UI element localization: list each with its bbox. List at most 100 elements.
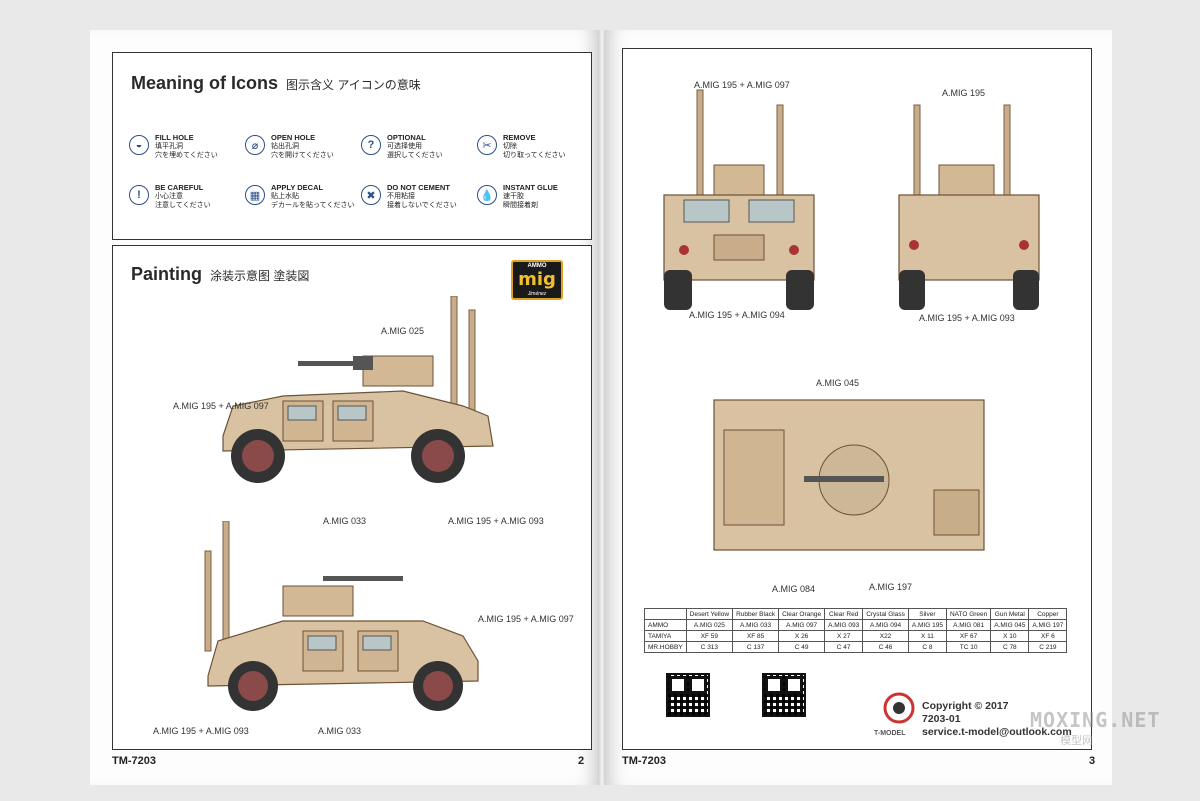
antenna — [450, 296, 458, 407]
color-header: Rubber Black — [732, 608, 780, 620]
side2-label-bottom: A.MIG 033 — [318, 726, 362, 736]
color-header: Desert Yellow — [685, 608, 734, 620]
color-header: Gun Metal — [990, 608, 1030, 620]
side2-label-right: A.MIG 195 + A.MIG 097 — [478, 614, 574, 624]
humvee-rear-view — [898, 104, 1040, 310]
table-cell: X22 — [862, 630, 909, 642]
side2-label-left: A.MIG 195 + A.MIG 093 — [153, 726, 249, 736]
humvee-front-view — [663, 89, 815, 310]
table-cell: C 8 — [907, 641, 947, 653]
wheel — [786, 270, 814, 310]
right-page: A.MIG 195 + A.MIG 097 A.MIG 195 + A.MIG … — [604, 30, 1112, 785]
antenna — [1003, 104, 1011, 206]
table-cell: A.MIG 025 — [685, 619, 734, 631]
left-page-code: TM-7203 — [112, 755, 157, 767]
open-hole-label: OPEN HOLE — [271, 133, 316, 142]
ammo-mig-logo: AMMO mig Jiménez — [511, 260, 563, 300]
antenna — [696, 89, 704, 211]
instant-glue-zh: 速干胶 — [503, 193, 524, 200]
rear-label-top: A.MIG 195 — [942, 88, 986, 98]
apply-decal-label: APPLY DECAL — [271, 183, 324, 192]
front-label-top: A.MIG 195 + A.MIG 097 — [694, 80, 790, 90]
t-model-logo — [883, 692, 915, 724]
side1-label-left: A.MIG 195 + A.MIG 097 — [173, 401, 269, 411]
color-header: NATO Green — [945, 608, 992, 620]
instant-glue-icon: 💧 — [477, 185, 497, 205]
grille — [713, 234, 765, 261]
brand-cell: TAMIYA — [644, 630, 687, 642]
be-careful-zh: 小心注意 — [155, 193, 183, 200]
icons-title-text: Meaning of Icons — [131, 73, 279, 93]
table-cell: C 46 — [862, 641, 909, 653]
do-not-cement-label: DO NOT CEMENT — [387, 183, 450, 192]
apply-decal-zh: 贴上水贴 — [271, 193, 299, 200]
product-code: 7203-01 — [922, 713, 961, 725]
table-cell: TC 10 — [945, 641, 992, 653]
contact-email: service.t-model@outlook.com — [922, 726, 1072, 738]
antenna — [204, 550, 212, 652]
table-cell: A.MIG 045 — [990, 619, 1030, 631]
table-cell: X 27 — [824, 630, 864, 642]
fill-hole-label: FILL HOLE — [155, 133, 194, 142]
remove-icon: ✂ — [477, 135, 497, 155]
turret — [282, 585, 354, 617]
do-not-cement-icon: ✖ — [361, 185, 381, 205]
table-cell: C 78 — [990, 641, 1030, 653]
optional-icon: ? — [361, 135, 381, 155]
be-careful-ja: 注意してください — [155, 202, 211, 209]
instant-glue-label: INSTANT GLUE — [503, 183, 558, 192]
table-cell: X 26 — [778, 630, 826, 642]
side1-label-right: A.MIG 195 + A.MIG 093 — [448, 516, 544, 526]
table-cell: C 137 — [732, 641, 780, 653]
antenna — [468, 309, 476, 411]
table-cell: XF 6 — [1028, 630, 1068, 642]
hood — [723, 429, 785, 526]
side1-label-bottom: A.MIG 033 — [323, 516, 367, 526]
painting-subtitle: 涂装示意图 塗装図 — [210, 269, 310, 283]
site-watermark: MOXING.NET — [1030, 708, 1161, 732]
table-cell: A.MIG 093 — [824, 619, 864, 631]
antenna — [913, 104, 921, 206]
table-cell: XF 85 — [732, 630, 780, 642]
table-cell: X 10 — [990, 630, 1030, 642]
left-page-number: 2 — [578, 755, 585, 767]
humvee-side-view-2 — [204, 521, 479, 711]
be-careful-icon: ! — [129, 185, 149, 205]
apply-decal-ja: デカールを貼ってください — [271, 202, 355, 209]
fill-hole-ja: 穴を埋めてください — [155, 152, 218, 159]
table-cell: A.MIG 081 — [945, 619, 992, 631]
t-model-logo-text: T-MODEL — [874, 730, 906, 737]
top-label-bottom-left: A.MIG 084 — [772, 584, 816, 594]
color-header: Silver — [907, 608, 947, 620]
open-hole-ja: 穴を開けてください — [271, 152, 334, 159]
antenna — [222, 521, 230, 642]
table-cell: XF 67 — [945, 630, 992, 642]
apply-decal-icon: ▦ — [245, 185, 265, 205]
brand-cell: MR.HOBBY — [644, 641, 687, 653]
turret — [713, 164, 765, 196]
right-page-code: TM-7203 — [622, 755, 667, 767]
color-header: Clear Red — [824, 608, 864, 620]
antenna — [776, 104, 784, 206]
